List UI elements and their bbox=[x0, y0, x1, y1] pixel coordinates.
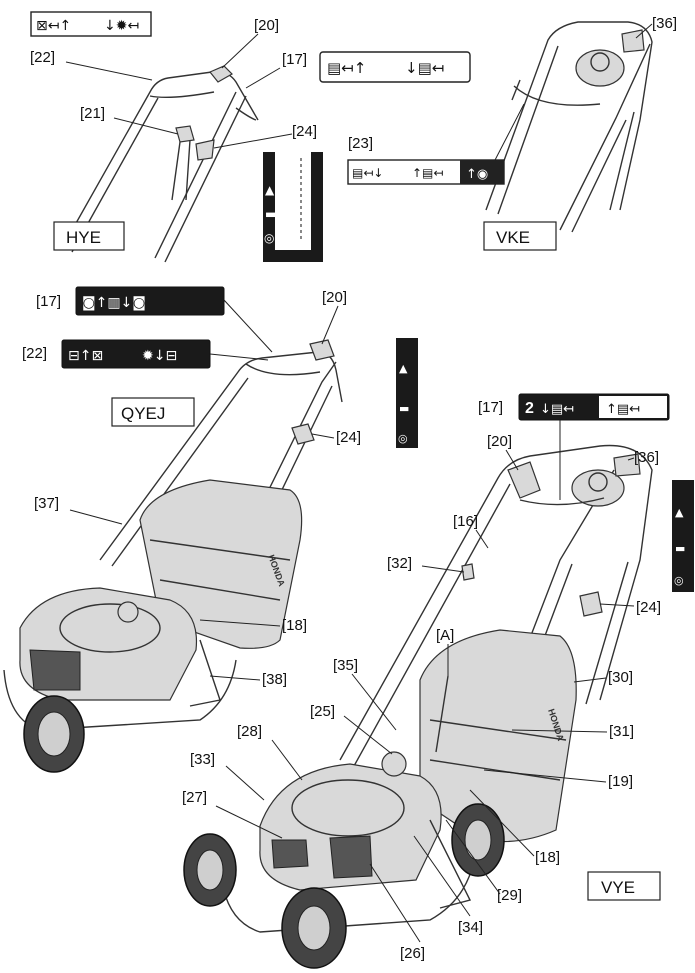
engine-stop-lever-icon: ⊟↑⊠ bbox=[68, 348, 103, 364]
vye-mower-illustration: HONDA bbox=[183, 444, 653, 969]
callout-20: [20] bbox=[254, 17, 279, 34]
blade-clutch-icon: ▤↤↑ bbox=[327, 59, 366, 77]
callout-31: [31] bbox=[609, 723, 634, 740]
callout-18-vye: [18] bbox=[535, 849, 560, 866]
decal-drive-clutch-vke: ▤↤↓ ↑▤↤ ↑◉ bbox=[347, 159, 505, 185]
cutting-height-scale-hye: ▲ ▬ ◎ bbox=[263, 152, 323, 262]
decal-drive-clutch-vye: 2 ↓▤↤ ↑▤↤ bbox=[518, 393, 670, 421]
callout-19: [19] bbox=[608, 773, 633, 790]
blade-clutch-icon: ◙↑▥↓◙ bbox=[82, 295, 146, 311]
callout-37: [37] bbox=[34, 495, 59, 512]
choke-icon: ↑◉ bbox=[466, 167, 488, 182]
callout-35: [35] bbox=[333, 657, 358, 674]
model-box-vke: VKE bbox=[483, 221, 557, 251]
callout-24: [24] bbox=[292, 123, 317, 140]
callout-18-qyej: [18] bbox=[282, 617, 307, 634]
drive-clutch-icon: ↑▤↤ bbox=[606, 402, 640, 417]
cutting-height-icon: ▲ bbox=[265, 183, 275, 197]
callout-A: [A] bbox=[436, 627, 454, 644]
callout-16: [16] bbox=[453, 513, 478, 530]
callout-21: [21] bbox=[80, 105, 105, 122]
callout-20-qyej: [20] bbox=[322, 289, 347, 306]
cutting-height-icon: ▬ bbox=[265, 207, 276, 221]
drive-clutch-icon: ▤↤↓ bbox=[352, 166, 383, 180]
engine-stop-lever-icon: ⊠↤↑ bbox=[36, 18, 71, 34]
callout-17: [17] bbox=[282, 51, 307, 68]
mower-deck-icon: ◎ bbox=[398, 432, 408, 445]
callout-17-vye: [17] bbox=[478, 399, 503, 416]
decal-speed-digit: 2 bbox=[525, 400, 534, 417]
callout-34: [34] bbox=[458, 919, 483, 936]
model-label-vye: VYE bbox=[601, 878, 635, 897]
callout-26: [26] bbox=[400, 945, 425, 962]
callout-22-qyej: [22] bbox=[22, 345, 47, 362]
mower-deck-icon: ◎ bbox=[264, 231, 274, 245]
engine-stop-lever-icon: ↓✹↤ bbox=[104, 18, 139, 34]
callout-33: [33] bbox=[190, 751, 215, 768]
blade-clutch-icon: ↓▤↤ bbox=[405, 59, 444, 77]
cutting-height-scale-vye: ▲ ▬ ◎ bbox=[672, 480, 694, 592]
mower-deck-icon: ◎ bbox=[674, 574, 684, 587]
decal-engine-stop-qyej: ⊟↑⊠ ✹↓⊟ bbox=[61, 339, 211, 369]
model-box-qyej: QYEJ bbox=[111, 397, 195, 427]
callout-29: [29] bbox=[497, 887, 522, 904]
engine-stop-lever-icon: ✹↓⊟ bbox=[142, 348, 177, 364]
callout-38: [38] bbox=[262, 671, 287, 688]
model-box-vye: VYE bbox=[587, 871, 661, 901]
callout-27: [27] bbox=[182, 789, 207, 806]
callout-36: [36] bbox=[652, 15, 677, 32]
cutting-height-icon: ▲ bbox=[675, 506, 684, 519]
decal-blade-clutch-hye: ▤↤↑ ↓▤↤ bbox=[319, 51, 471, 83]
cutting-height-icon: ▬ bbox=[675, 542, 685, 555]
callout-24-vye: [24] bbox=[636, 599, 661, 616]
callout-20-vye: [20] bbox=[487, 433, 512, 450]
callout-23: [23] bbox=[348, 135, 373, 152]
callout-32: [32] bbox=[387, 555, 412, 572]
qyej-mower-illustration: HONDA bbox=[3, 339, 343, 773]
drive-clutch-icon: ↑▤↤ bbox=[412, 166, 443, 180]
decal-engine-stop-hye: ⊠↤↑ ↓✹↤ bbox=[30, 11, 152, 37]
cutting-height-icon: ▬ bbox=[399, 402, 409, 415]
cutting-height-icon: ▲ bbox=[399, 362, 408, 375]
callout-22: [22] bbox=[30, 49, 55, 66]
cutting-height-scale-qyej: ▲ ▬ ◎ bbox=[396, 338, 418, 448]
model-box-hye: HYE bbox=[53, 221, 125, 251]
callout-30: [30] bbox=[608, 669, 633, 686]
callout-25: [25] bbox=[310, 703, 335, 720]
callout-24-qyej: [24] bbox=[336, 429, 361, 446]
decal-blade-clutch-qyej: ◙↑▥↓◙ bbox=[75, 286, 225, 316]
drive-clutch-icon: ↓▤↤ bbox=[540, 402, 574, 417]
callout-28: [28] bbox=[237, 723, 262, 740]
model-label-hye: HYE bbox=[66, 228, 101, 247]
callout-36-vye: [36] bbox=[634, 449, 659, 466]
vke-handle-illustration bbox=[485, 21, 653, 233]
model-label-vke: VKE bbox=[496, 228, 530, 247]
callout-17-qyej: [17] bbox=[36, 293, 61, 310]
model-label-qyej: QYEJ bbox=[121, 404, 165, 423]
